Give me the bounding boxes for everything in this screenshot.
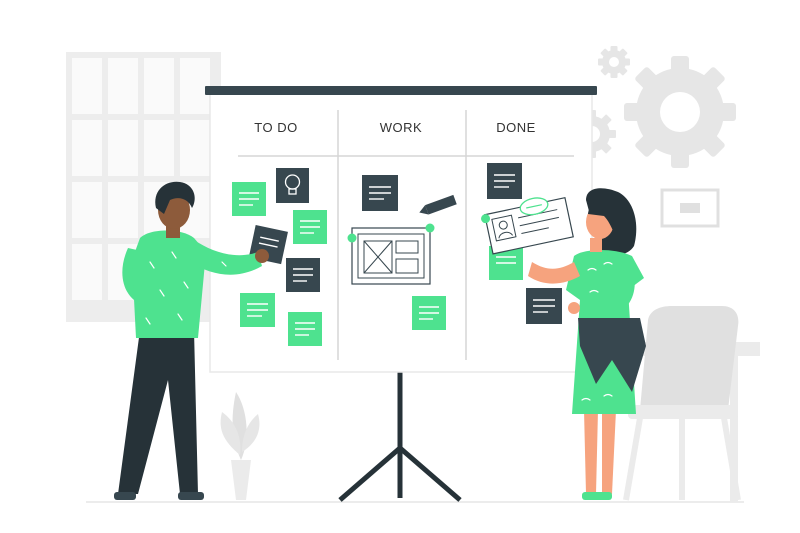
- sticky-note: [240, 293, 275, 327]
- kanban-board: TO DO WORK DONE: [205, 86, 597, 373]
- sticky-note: [412, 296, 446, 330]
- column-header-work: WORK: [380, 120, 422, 135]
- sticky-note: [526, 288, 562, 324]
- profile-card: [481, 196, 574, 255]
- sticky-note: [362, 175, 398, 211]
- sticky-note: [293, 210, 327, 244]
- speech-bubble-icon: [519, 197, 549, 216]
- wall-frame: [660, 188, 720, 228]
- easel-stand: [338, 372, 462, 502]
- lightbulb-icon: [284, 174, 301, 195]
- chair: [623, 306, 741, 501]
- sticky-note: [286, 258, 320, 292]
- small-gear-icon: [598, 46, 630, 78]
- man-character: [114, 181, 269, 500]
- pencil-icon: [419, 194, 457, 215]
- sticky-note: [487, 163, 522, 199]
- sticky-note: [288, 312, 322, 346]
- background-window: [66, 52, 221, 322]
- user-avatar-icon: [498, 220, 514, 239]
- large-gear-icon: [624, 56, 736, 168]
- sticky-note: [232, 182, 266, 216]
- column-header-todo: TO DO: [254, 120, 297, 135]
- plant-icon: [220, 392, 260, 500]
- column-header-done: DONE: [496, 120, 536, 135]
- sticky-note-idea: [276, 168, 309, 203]
- woman-character: [528, 188, 646, 500]
- wireframe-card: [347, 223, 435, 285]
